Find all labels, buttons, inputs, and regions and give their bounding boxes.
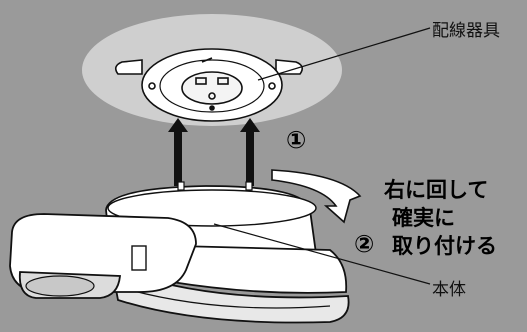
mount-left-ear [114,59,143,75]
step1-marker: ① [286,126,307,154]
rotation-arrow [271,169,362,224]
body-label: 本体 [432,280,466,300]
mount-right-ear [275,59,304,75]
luminaire-body [9,181,350,324]
step2-line2: 確実に [392,206,455,230]
mount-label: 配線器具 [432,21,500,41]
step2-line1: 右に回して [384,178,489,202]
step2-line3: 取り付ける [392,234,497,258]
upward-arrows [168,118,260,186]
ceiling-mount [114,48,304,122]
mount-leader [257,27,431,81]
step2-marker: ② [354,230,375,258]
body-leader [213,223,431,285]
